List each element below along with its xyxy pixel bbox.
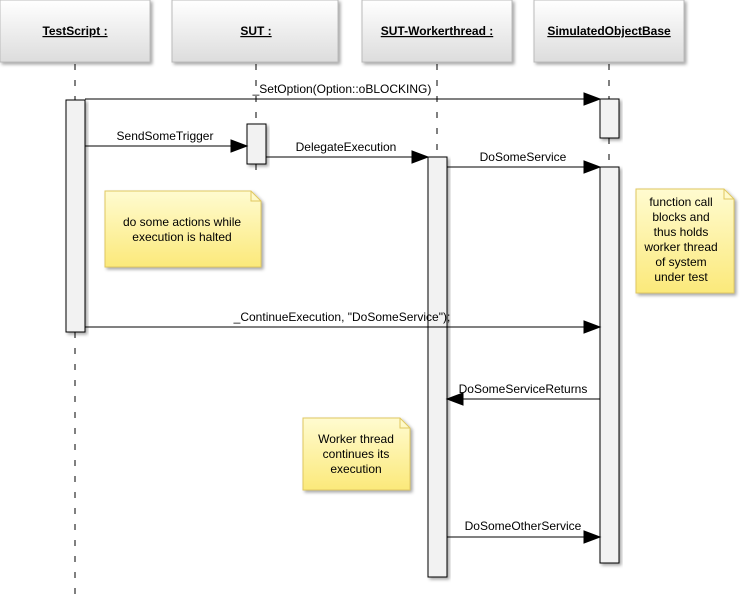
note-actions-line-2: execution is halted [132, 230, 231, 244]
message-setoption-arrowhead [583, 92, 602, 106]
note-blocks-line-6: under test [654, 270, 708, 284]
note-continues-line-2: continues its [323, 447, 390, 461]
participant-sut-label: SUT : [240, 24, 271, 38]
activations [65, 98, 620, 578]
message-other-arrowhead [583, 530, 602, 544]
participant-worker-label: SUT-Workerthread : [381, 24, 493, 38]
note-blocks-line-2: blocks and [652, 210, 709, 224]
activation-testscript [65, 99, 86, 333]
message-delegate-arrowhead [411, 150, 430, 164]
message-continue-arrowhead [583, 320, 602, 334]
message-labels: _SetOption(Option::oBLOCKING) SendSomeTr… [117, 82, 588, 533]
message-delegate-label: DelegateExecution [296, 140, 397, 154]
note-actions: do some actions while execution is halte… [104, 190, 262, 268]
participant-testscript: TestScript : [0, 0, 151, 63]
participant-testscript-label: TestScript : [42, 24, 107, 38]
lifelines [74, 64, 610, 597]
message-service-arrowhead [583, 160, 602, 174]
message-trigger-label: SendSomeTrigger [117, 129, 214, 143]
messages [85, 92, 602, 544]
message-service-label: DoSomeService [480, 150, 567, 164]
participant-sim: SimulatedObjectBase [533, 0, 685, 63]
activation-sim-2 [599, 166, 620, 564]
activation-worker [427, 156, 448, 578]
note-continues-line-1: Worker thread [318, 432, 394, 446]
message-other-label: DoSomeOtherService [465, 519, 582, 533]
participant-sim-label: SimulatedObjectBase [547, 24, 671, 38]
activation-sim-1 [599, 98, 620, 139]
participant-worker: SUT-Workerthread : [361, 0, 513, 63]
note-blocks: function call blocks and thus holds work… [635, 188, 735, 294]
note-blocks-line-1: function call [649, 195, 712, 209]
message-returns-arrowhead [445, 392, 464, 406]
message-continue-label: _ContinueExecution, "DoSomeService"); [233, 310, 451, 324]
message-returns-label: DoSomeServiceReturns [459, 382, 588, 396]
note-blocks-line-5: of system [655, 255, 706, 269]
note-actions-line-1: do some actions while [123, 215, 241, 229]
participant-sut: SUT : [171, 0, 339, 63]
note-blocks-line-3: thus holds [654, 225, 709, 239]
message-setoption-label: _SetOption(Option::oBLOCKING) [252, 82, 432, 96]
activation-sut [246, 123, 267, 165]
note-blocks-line-4: worker thread [643, 240, 717, 254]
message-trigger-arrowhead [230, 139, 249, 153]
note-continues: Worker thread continues its execution [302, 417, 411, 491]
note-continues-line-3: execution [330, 462, 381, 476]
